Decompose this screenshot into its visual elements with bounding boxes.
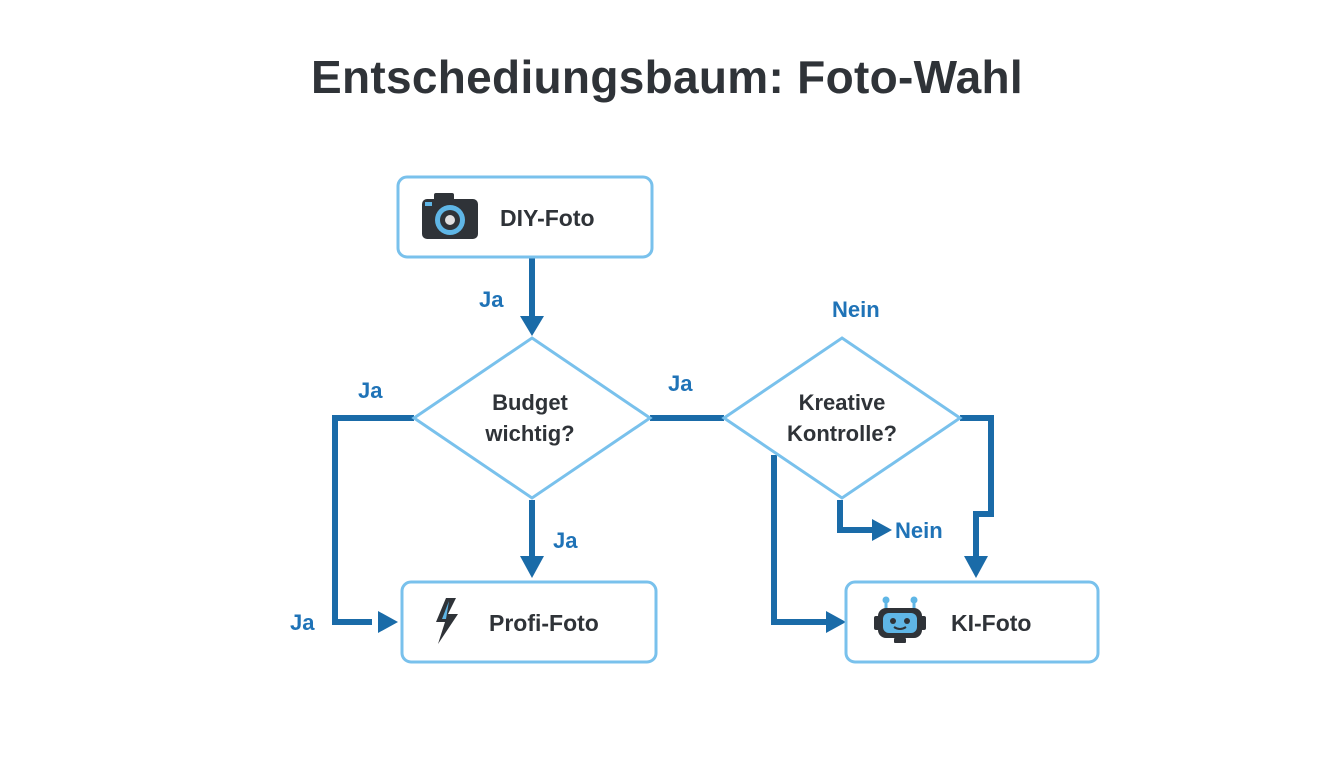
arrowhead-kreativ-left bbox=[826, 611, 846, 633]
node-diy-foto: DIY-Foto bbox=[396, 175, 654, 259]
robot-icon bbox=[874, 596, 926, 643]
edge-label-budget-left: Ja bbox=[358, 378, 383, 403]
budget-label-line1: Budget bbox=[492, 390, 568, 415]
arrowhead-kreativ-right bbox=[964, 556, 988, 578]
profi-foto-label: Profi-Foto bbox=[489, 610, 599, 636]
node-ki-foto: KI-Foto bbox=[844, 580, 1100, 664]
edge-budget-left-to-profi bbox=[332, 415, 414, 625]
edge-kreativ-right-to-ki bbox=[960, 415, 994, 558]
node-profi-foto: Profi-Foto bbox=[400, 580, 658, 664]
edge-label-kreativ-top: Nein bbox=[832, 297, 880, 322]
node-kreative-kontrolle: Kreative Kontrolle? bbox=[721, 336, 963, 500]
edge-label-diy-to-budget: Ja bbox=[479, 287, 504, 312]
edge-kreativ-bottom-nein bbox=[837, 500, 872, 533]
camera-icon bbox=[422, 193, 478, 239]
arrowhead-budget-down bbox=[520, 556, 544, 578]
edge-label-left-to-profi: Ja bbox=[290, 610, 315, 635]
lightning-icon bbox=[436, 598, 458, 644]
page-title: Entschediungsbaum: Foto-Wahl bbox=[311, 51, 1023, 103]
kreativ-label-line1: Kreative bbox=[799, 390, 886, 415]
arrowhead-diy-to-budget bbox=[520, 316, 544, 336]
edge-kreativ-left-to-ki bbox=[771, 455, 826, 625]
ki-foto-label: KI-Foto bbox=[951, 610, 1031, 636]
budget-label-line2: wichtig? bbox=[484, 421, 574, 446]
edge-label-budget-down: Ja bbox=[553, 528, 578, 553]
edges bbox=[332, 258, 994, 633]
arrowhead-left-to-profi bbox=[378, 611, 398, 633]
diy-foto-label: DIY-Foto bbox=[500, 205, 595, 231]
kreativ-label-line2: Kontrolle? bbox=[787, 421, 897, 446]
arrowhead-kreativ-bottom bbox=[872, 519, 892, 541]
node-budget-wichtig: Budget wichtig? bbox=[411, 336, 653, 500]
edge-label-budget-to-kreativ: Ja bbox=[668, 371, 693, 396]
edge-label-kreativ-down: Nein bbox=[895, 518, 943, 543]
